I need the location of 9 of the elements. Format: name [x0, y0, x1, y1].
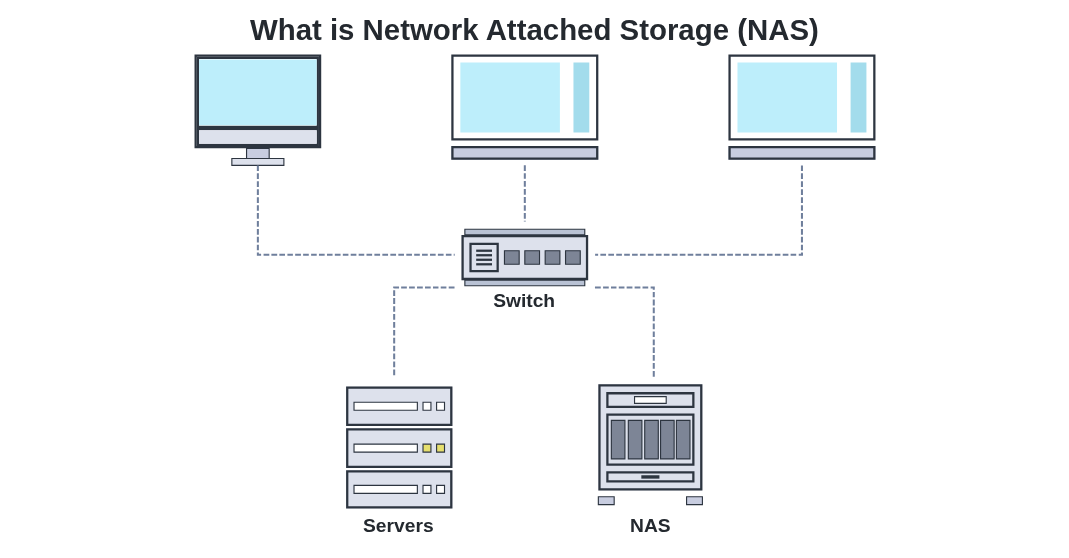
connector [256, 165, 455, 256]
diagram-title: What is Network Attached Storage (NAS) [249, 12, 819, 46]
node-label: Servers [362, 514, 434, 536]
connector [523, 165, 526, 222]
connector [594, 286, 655, 377]
node-label: NAS [629, 514, 671, 536]
connector [392, 286, 454, 377]
node-label: Switch [492, 289, 555, 311]
connector [594, 165, 803, 256]
